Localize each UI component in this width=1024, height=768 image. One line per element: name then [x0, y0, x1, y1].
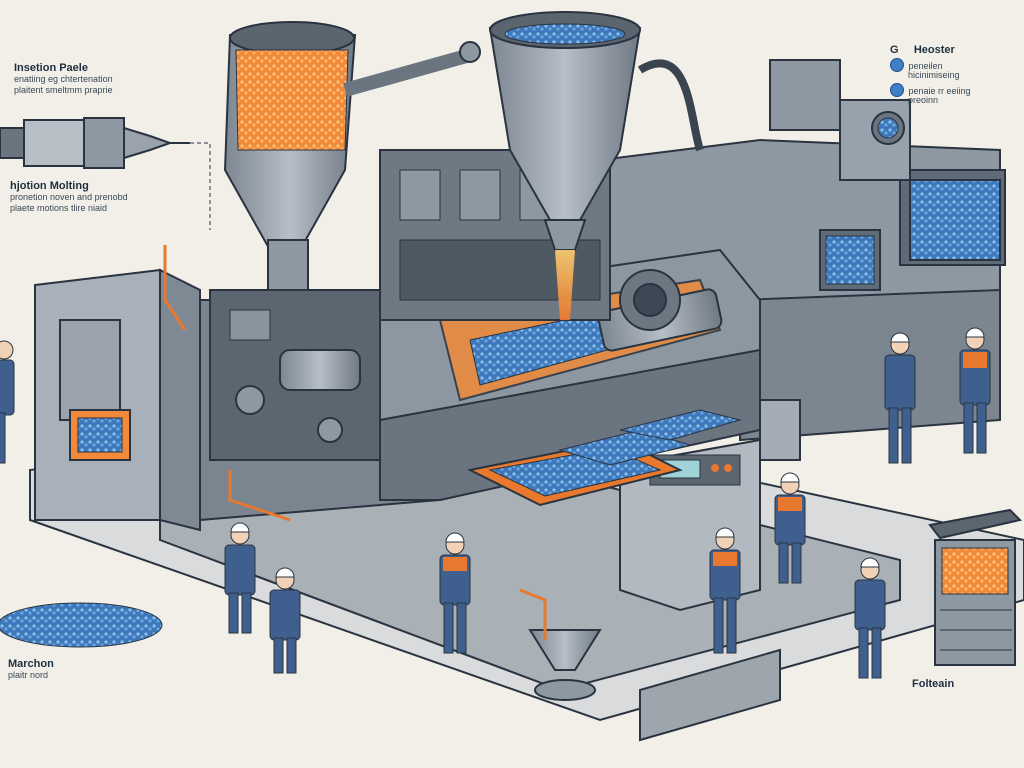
label-body-line: peneilen: [908, 61, 943, 71]
label-mid-left: hjotion Molting pronetion noven and pren…: [10, 180, 210, 214]
label-top-left: Insetion Paele enatiing eg chtertenation…: [14, 62, 214, 96]
worker-icon: [269, 567, 301, 674]
label-title: hjotion Molting: [10, 180, 89, 192]
worker-icon: [854, 557, 886, 679]
pellet-dot-icon: [890, 82, 904, 97]
worker-icon: [439, 532, 471, 654]
label-title-text: Heoster: [913, 44, 955, 56]
left-housing: [34, 268, 201, 532]
label-top-right: G Heoster peneilen hicinimiseing penaie …: [890, 44, 1020, 106]
hopper-icon: [488, 11, 642, 320]
motor-cluster: [637, 59, 911, 181]
worker-icon: [959, 327, 991, 454]
hopper-icon: [223, 21, 481, 291]
pellet-dot-icon: [890, 57, 904, 72]
worker-icon: [0, 340, 15, 464]
label-body-line: hicinimiseing: [908, 70, 960, 80]
nozzle-icon: [0, 117, 211, 230]
pellet-pile-icon: [0, 602, 163, 648]
label-bottom-right: Folteain: [912, 678, 1012, 690]
label-body-line: plaitent smeltmm praprie: [14, 85, 113, 95]
label-title: Folteain: [912, 678, 955, 690]
worker-icon: [709, 527, 741, 654]
label-body-line: preoinn: [908, 95, 939, 105]
label-title: Insetion Paele: [14, 62, 88, 74]
label-body-line: plaete motions tlire niaid: [10, 203, 108, 213]
label-body-line: plaitr nord: [8, 670, 49, 680]
worker-icon: [224, 522, 256, 634]
label-marker: G: [890, 44, 899, 56]
label-body-line: pronetion noven and prenobd: [10, 192, 128, 202]
label-bottom-left: Marchon plaitr nord: [8, 658, 128, 681]
label-body-line: enatiing eg chtertenation: [14, 74, 113, 84]
collection-funnel: [519, 588, 602, 701]
injection-barrel: [597, 269, 723, 352]
workers: [0, 327, 991, 679]
bin-icon: [928, 508, 1022, 666]
worker-icon: [774, 472, 806, 584]
label-title: Marchon: [8, 658, 54, 670]
machine-back-block: [599, 138, 1006, 461]
label-body-line: penaie rr eeiing: [908, 86, 971, 96]
label-title: G Heoster: [890, 44, 1020, 56]
mold-trays: [466, 409, 742, 507]
worker-icon: [884, 332, 916, 464]
